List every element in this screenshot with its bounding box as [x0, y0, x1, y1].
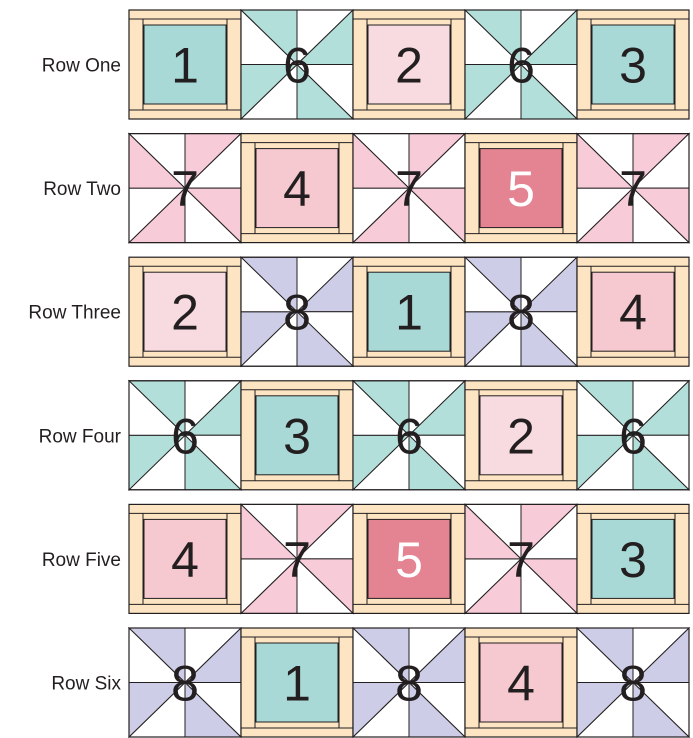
framed-block: 1: [129, 10, 241, 119]
block-number: 2: [395, 38, 423, 94]
block-number: 7: [619, 161, 647, 217]
pinwheel-block: 8: [353, 628, 465, 737]
quilt-row: Row Three 2 8 1 8 4: [28, 257, 689, 366]
row-label: Row One: [42, 56, 121, 77]
block-number: 8: [283, 285, 311, 341]
pinwheel-block: 6: [241, 10, 353, 119]
framed-block: 2: [129, 257, 241, 366]
block-number: 4: [283, 161, 311, 217]
pinwheel-block: 8: [577, 628, 689, 737]
block-number: 8: [507, 285, 535, 341]
block-number: 1: [283, 656, 311, 712]
block-number: 8: [619, 656, 647, 712]
block-number: 7: [283, 532, 311, 588]
row-label: Row Four: [39, 426, 122, 447]
block-number: 3: [619, 38, 647, 94]
block-number: 1: [171, 38, 199, 94]
pinwheel-block: 7: [577, 134, 689, 243]
pinwheel-block: 6: [353, 381, 465, 490]
block-number: 7: [395, 161, 423, 217]
block-number: 4: [507, 656, 535, 712]
block-number: 6: [619, 408, 647, 464]
block-number: 3: [619, 532, 647, 588]
row-label: Row Two: [43, 179, 121, 200]
framed-block: 3: [241, 381, 353, 490]
row-label: Row Five: [42, 550, 121, 571]
pinwheel-block: 6: [129, 381, 241, 490]
block-number: 4: [171, 532, 199, 588]
block-number: 6: [171, 408, 199, 464]
framed-block: 2: [353, 10, 465, 119]
row-label: Row Six: [51, 674, 121, 695]
framed-block: 1: [353, 257, 465, 366]
block-number: 3: [283, 408, 311, 464]
pinwheel-block: 7: [353, 134, 465, 243]
framed-block: 2: [465, 381, 577, 490]
framed-block: 1: [241, 628, 353, 737]
pinwheel-block: 8: [241, 257, 353, 366]
framed-block: 3: [577, 504, 689, 613]
block-number: 6: [507, 38, 535, 94]
row-label: Row Three: [28, 303, 121, 324]
block-number: 7: [507, 532, 535, 588]
block-number: 2: [507, 408, 535, 464]
pinwheel-block: 6: [577, 381, 689, 490]
quilt-row: Row Two 7 4 7 5 7: [43, 134, 689, 243]
block-number: 8: [171, 656, 199, 712]
pinwheel-block: 6: [465, 10, 577, 119]
block-number: 6: [395, 408, 423, 464]
quilt-row: Row One 1 6 2 6 3: [42, 10, 689, 119]
block-number: 1: [395, 285, 423, 341]
block-number: 5: [507, 161, 535, 217]
pinwheel-block: 7: [129, 134, 241, 243]
block-number: 4: [619, 285, 647, 341]
pinwheel-block: 7: [241, 504, 353, 613]
framed-block: 5: [353, 504, 465, 613]
block-number: 8: [395, 656, 423, 712]
quilt-row: Row Six 8 1 8 4 8: [51, 628, 689, 737]
pinwheel-block: 8: [129, 628, 241, 737]
framed-block: 3: [577, 10, 689, 119]
pinwheel-block: 8: [465, 257, 577, 366]
block-number: 6: [283, 38, 311, 94]
framed-block: 4: [577, 257, 689, 366]
block-number: 7: [171, 161, 199, 217]
block-number: 5: [395, 532, 423, 588]
quilt-row: Row Four 6 3 6 2 6: [39, 381, 689, 490]
framed-block: 5: [465, 134, 577, 243]
framed-block: 4: [241, 134, 353, 243]
framed-block: 4: [465, 628, 577, 737]
block-number: 2: [171, 285, 199, 341]
framed-block: 4: [129, 504, 241, 613]
pinwheel-block: 7: [465, 504, 577, 613]
quilt-row: Row Five 4 7 5 7 3: [42, 504, 689, 613]
